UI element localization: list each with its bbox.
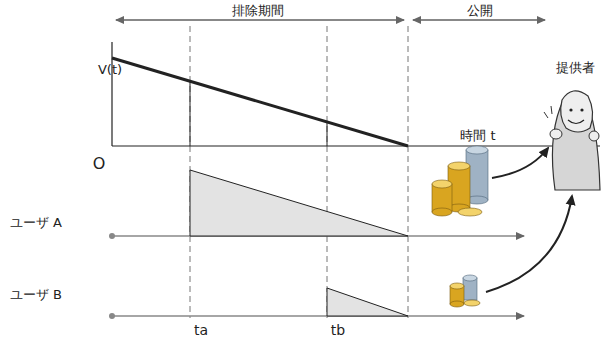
provider-label: 提供者 <box>556 60 595 76</box>
period-label: 排除期間 <box>229 3 287 19</box>
time-label: tb <box>331 322 345 339</box>
period-label: 公開 <box>464 3 496 19</box>
axis-label: 時間 t <box>460 128 495 144</box>
user-label: ユーザ B <box>10 287 62 303</box>
origin-label: O <box>93 154 106 173</box>
time-label: ta <box>194 322 208 339</box>
provider-figure <box>544 91 600 190</box>
coin-stack <box>432 146 488 216</box>
user-label: ユーザ A <box>10 215 62 231</box>
axis-label: V(t) <box>98 62 122 78</box>
coin-stack <box>450 275 480 307</box>
